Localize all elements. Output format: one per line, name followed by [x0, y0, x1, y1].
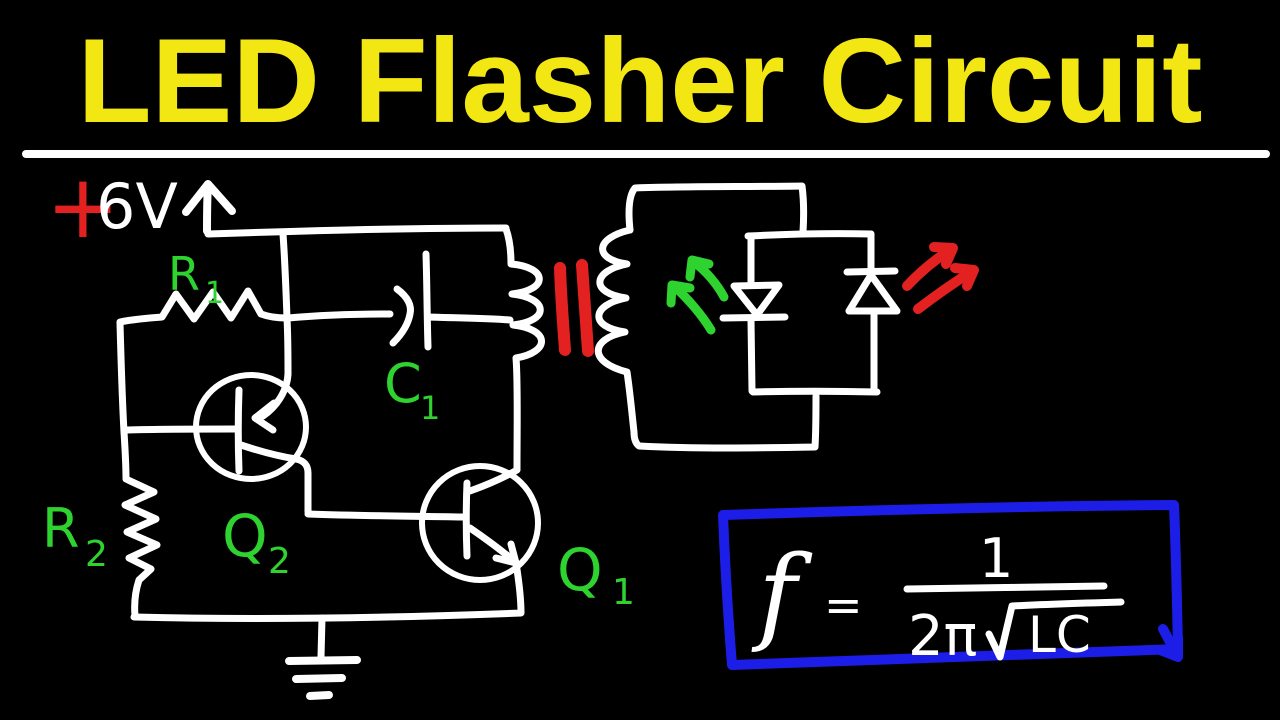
- red-light-arrow-icon-2: [913, 263, 979, 314]
- page-title: LED Flasher Circuit: [78, 14, 1203, 148]
- label-c1: C: [384, 352, 422, 415]
- resistor-r1-zigzag: [116, 287, 291, 326]
- resistor-r1: R 1: [116, 247, 291, 326]
- resistor-r2: R 2: [42, 428, 161, 620]
- wire-bottom-rail: [130, 559, 525, 622]
- transistor-q1-base-bar: [462, 479, 471, 560]
- transistor-q1-collector-stroke: [466, 466, 521, 495]
- led-1-triangle: [730, 281, 783, 319]
- capacitor-c1: C 1: [384, 250, 440, 427]
- supply-voltage-label: 6V: [96, 170, 178, 243]
- transistor-q1-body: [419, 463, 541, 583]
- ground-bar-3: [306, 691, 333, 700]
- transformer-secondary-top-loop: [625, 182, 808, 236]
- green-light-arrow-icon-2: [685, 255, 729, 302]
- label-c1-sub: 1: [420, 389, 440, 427]
- capacitor-c1-straight-plate: [422, 250, 432, 351]
- red-light-arrow-icon-1: [902, 242, 958, 291]
- formula-radicand: LC: [1028, 606, 1091, 664]
- transistor-q2-arrow-icon: [251, 399, 278, 434]
- wire-q2-base: [122, 425, 240, 434]
- led-loop-top-rail: [744, 230, 875, 240]
- transistor-q2: Q 2: [193, 370, 309, 582]
- led-pair: [666, 230, 979, 396]
- wire-c1-right: [425, 313, 514, 324]
- transistor-q1: Q 1: [419, 463, 635, 613]
- formula-radical-icon: [985, 598, 1125, 661]
- led-1-down: [719, 233, 789, 395]
- light-emission-arrows-red: [902, 242, 979, 314]
- transistor-q2-emitter-stroke: [237, 441, 300, 463]
- led-1-cathode-bar: [719, 313, 789, 322]
- label-q2-sub: 2: [268, 541, 291, 582]
- led-2-cathode-bar: [843, 267, 899, 276]
- formula-numerator: 1: [979, 527, 1013, 590]
- transformer-primary-coil: [502, 225, 545, 473]
- label-r2: R: [42, 497, 80, 560]
- led-1-cathode-lead: [747, 316, 756, 395]
- power-supply: + 6V: [46, 155, 236, 258]
- formula-equals: =: [824, 578, 863, 632]
- title-underline: [22, 150, 1270, 158]
- capacitor-c1-curved-plate: [389, 285, 414, 347]
- led-2-up: [843, 230, 901, 395]
- transistor-q2-body: [193, 372, 309, 482]
- label-q1-sub: 1: [612, 572, 635, 613]
- transistor-q1-emitter-arrow-icon: [492, 540, 520, 567]
- transformer: [502, 182, 820, 473]
- led-loop-bottom-rail: [749, 387, 881, 396]
- label-r1-sub: 1: [205, 276, 224, 311]
- green-light-arrow-icon-1: [666, 280, 716, 335]
- transistor-q2-base-bar: [234, 386, 243, 475]
- light-emission-arrows-green: [666, 255, 729, 335]
- formula-box-arrow-icon: [1155, 624, 1183, 662]
- ground-bar-1: [285, 656, 361, 665]
- power-arrow-icon: [182, 180, 236, 235]
- resistor-r2-zigzag: [120, 428, 161, 620]
- label-q1: Q: [557, 536, 603, 604]
- ground-stub: [317, 614, 326, 661]
- label-r1: R: [168, 247, 200, 301]
- transformer-secondary-coil: [594, 226, 820, 452]
- wire-top-rail: [204, 224, 510, 238]
- supply-plus-sign: +: [46, 155, 120, 258]
- label-r2-sub: 2: [85, 534, 108, 575]
- label-q2: Q: [222, 502, 268, 570]
- formula-fraction-bar: [903, 582, 1108, 593]
- wire-left-vertical: [116, 319, 128, 436]
- transformer-core-line-1: [554, 262, 571, 356]
- ground-bar-2: [292, 674, 346, 683]
- transformer-core-line-2: [576, 259, 594, 357]
- wire-c1-left: [284, 310, 394, 322]
- ground-symbol: [285, 614, 361, 700]
- formula-denominator-coefficient: 2π: [908, 604, 977, 669]
